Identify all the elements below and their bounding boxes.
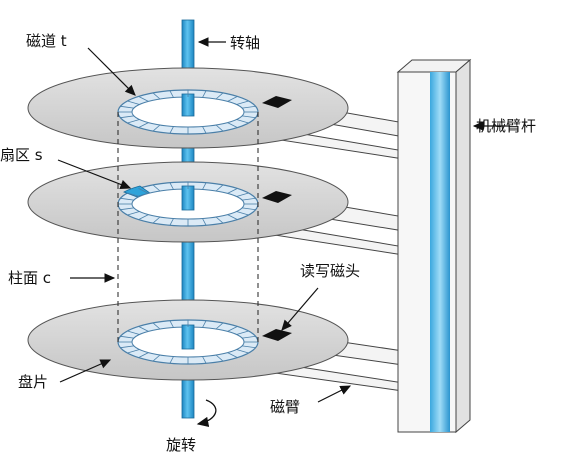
sector-tick — [236, 192, 249, 197]
sector-tick — [152, 216, 161, 224]
sector-tick — [127, 192, 140, 197]
sector-tick — [138, 96, 149, 102]
sector-tick — [120, 335, 134, 339]
label-platter: 盘片 — [18, 373, 48, 391]
sector-tick — [202, 218, 207, 226]
sector-tick — [227, 326, 238, 332]
sector-tick — [138, 122, 149, 128]
sector-tick — [152, 322, 161, 330]
sector-tick — [127, 330, 140, 335]
sector-tick — [215, 184, 224, 192]
sector-tick — [120, 207, 134, 211]
label-sector: 扇区 s — [0, 146, 43, 164]
sector-tick — [215, 92, 224, 100]
read-write-heads — [262, 96, 292, 341]
sector-tick — [127, 349, 140, 354]
sector-tick — [169, 126, 174, 134]
sector-tick — [127, 100, 140, 105]
sector-tick — [202, 320, 207, 328]
label-cylinder: 柱面 c — [8, 269, 51, 287]
label-spindle: 转轴 — [230, 34, 260, 52]
sector-tick — [227, 352, 238, 358]
spindle-segment-bottom — [181, 324, 195, 350]
track-sector-ticks — [118, 90, 258, 364]
sector-tick — [152, 92, 161, 100]
label-read-write-head: 读写磁头 — [300, 262, 360, 280]
leader-head — [281, 287, 319, 331]
sector-tick — [138, 214, 149, 220]
spindle-segment-top — [181, 93, 195, 117]
head-top — [262, 96, 292, 108]
leader-platter — [59, 359, 112, 383]
sector-tick — [138, 188, 149, 194]
sector-tick — [202, 182, 207, 190]
sector-tick — [138, 326, 149, 332]
sector-tick — [242, 207, 256, 211]
sector-tick — [227, 96, 238, 102]
sector-tick — [120, 105, 134, 109]
sector-tick — [227, 214, 238, 220]
sector-tick — [169, 320, 174, 328]
label-rotation: 旋转 — [166, 436, 196, 454]
label-track: 磁道 t — [26, 32, 67, 50]
sector-tick — [227, 188, 238, 194]
sector-tick — [127, 119, 140, 124]
sector-tick — [236, 330, 249, 335]
sector-tick — [215, 322, 224, 330]
label-arm: 磁臂 — [270, 398, 300, 416]
sector-tick — [242, 345, 256, 349]
sector-tick — [120, 345, 134, 349]
sector-tick — [242, 197, 256, 201]
sector-tick — [236, 100, 249, 105]
head-bottom — [262, 329, 292, 341]
leader-arm — [317, 385, 352, 403]
sector-tick — [242, 105, 256, 109]
sector-tick — [202, 126, 207, 134]
leader-track — [87, 47, 136, 96]
sector-tick — [169, 182, 174, 190]
sector-tick — [215, 216, 224, 224]
sector-tick — [202, 90, 207, 98]
sector-tick — [120, 115, 134, 119]
sector-tick — [138, 352, 149, 358]
sector-tick — [152, 354, 161, 362]
sector-tick — [236, 211, 249, 216]
label-actuator-arm: 机械臂杆 — [476, 117, 536, 135]
sector-tick — [152, 124, 161, 132]
sector-tick — [242, 335, 256, 339]
sector-tick — [242, 115, 256, 119]
spindle-segment-mid — [181, 185, 195, 211]
sector-tick — [152, 184, 161, 192]
sector-tick — [215, 354, 224, 362]
sector-tick — [169, 356, 174, 364]
sector-tick — [202, 356, 207, 364]
leader-lines — [57, 37, 510, 403]
actuator-post — [396, 58, 472, 434]
sector-tick — [169, 90, 174, 98]
sector-tick — [215, 124, 224, 132]
leader-sector — [57, 159, 132, 189]
sector-tick — [127, 211, 140, 216]
sector-tick — [236, 119, 249, 124]
sector-tick — [227, 122, 238, 128]
sector-tick — [120, 197, 134, 201]
head-mid — [262, 191, 292, 203]
curved-arrow-icon — [196, 399, 217, 428]
sector-tick — [169, 218, 174, 226]
cylinder-outline — [117, 112, 259, 342]
sector-tick — [236, 349, 249, 354]
